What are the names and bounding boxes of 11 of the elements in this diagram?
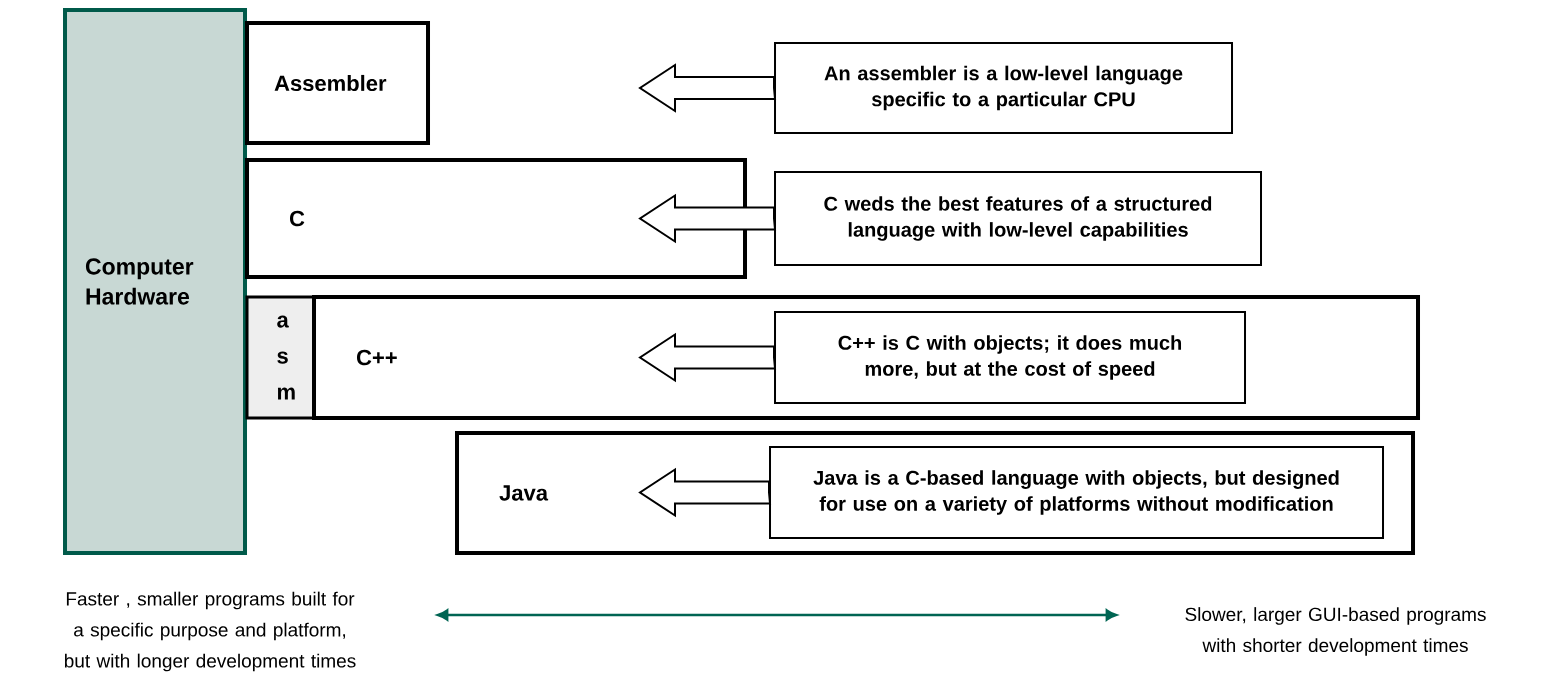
description-box: An assembler is a low-level language specific to a particular CPU [774,42,1233,134]
note-text: Slower, larger GUI-based programs with shorter development times [1185,607,1486,656]
description-box: C++ is C with objects; it does much more, but at the cost of speed [774,311,1246,404]
description-box: C weds the best features of a structured language with low-level capabilities [774,171,1262,266]
double-arrow [437,609,1117,621]
description-box: Java is a C-based language with objects, but designed for use on a variety of platforms without modification [769,446,1384,539]
note-text: Faster , smaller programs built for a specific purpose and platform, but with longer development times [64,591,356,672]
asm-box: a s m [245,295,316,420]
language-box: Assembler [245,21,430,145]
hardware-box: Computer Hardware [63,8,247,555]
language-box: C [245,158,747,279]
